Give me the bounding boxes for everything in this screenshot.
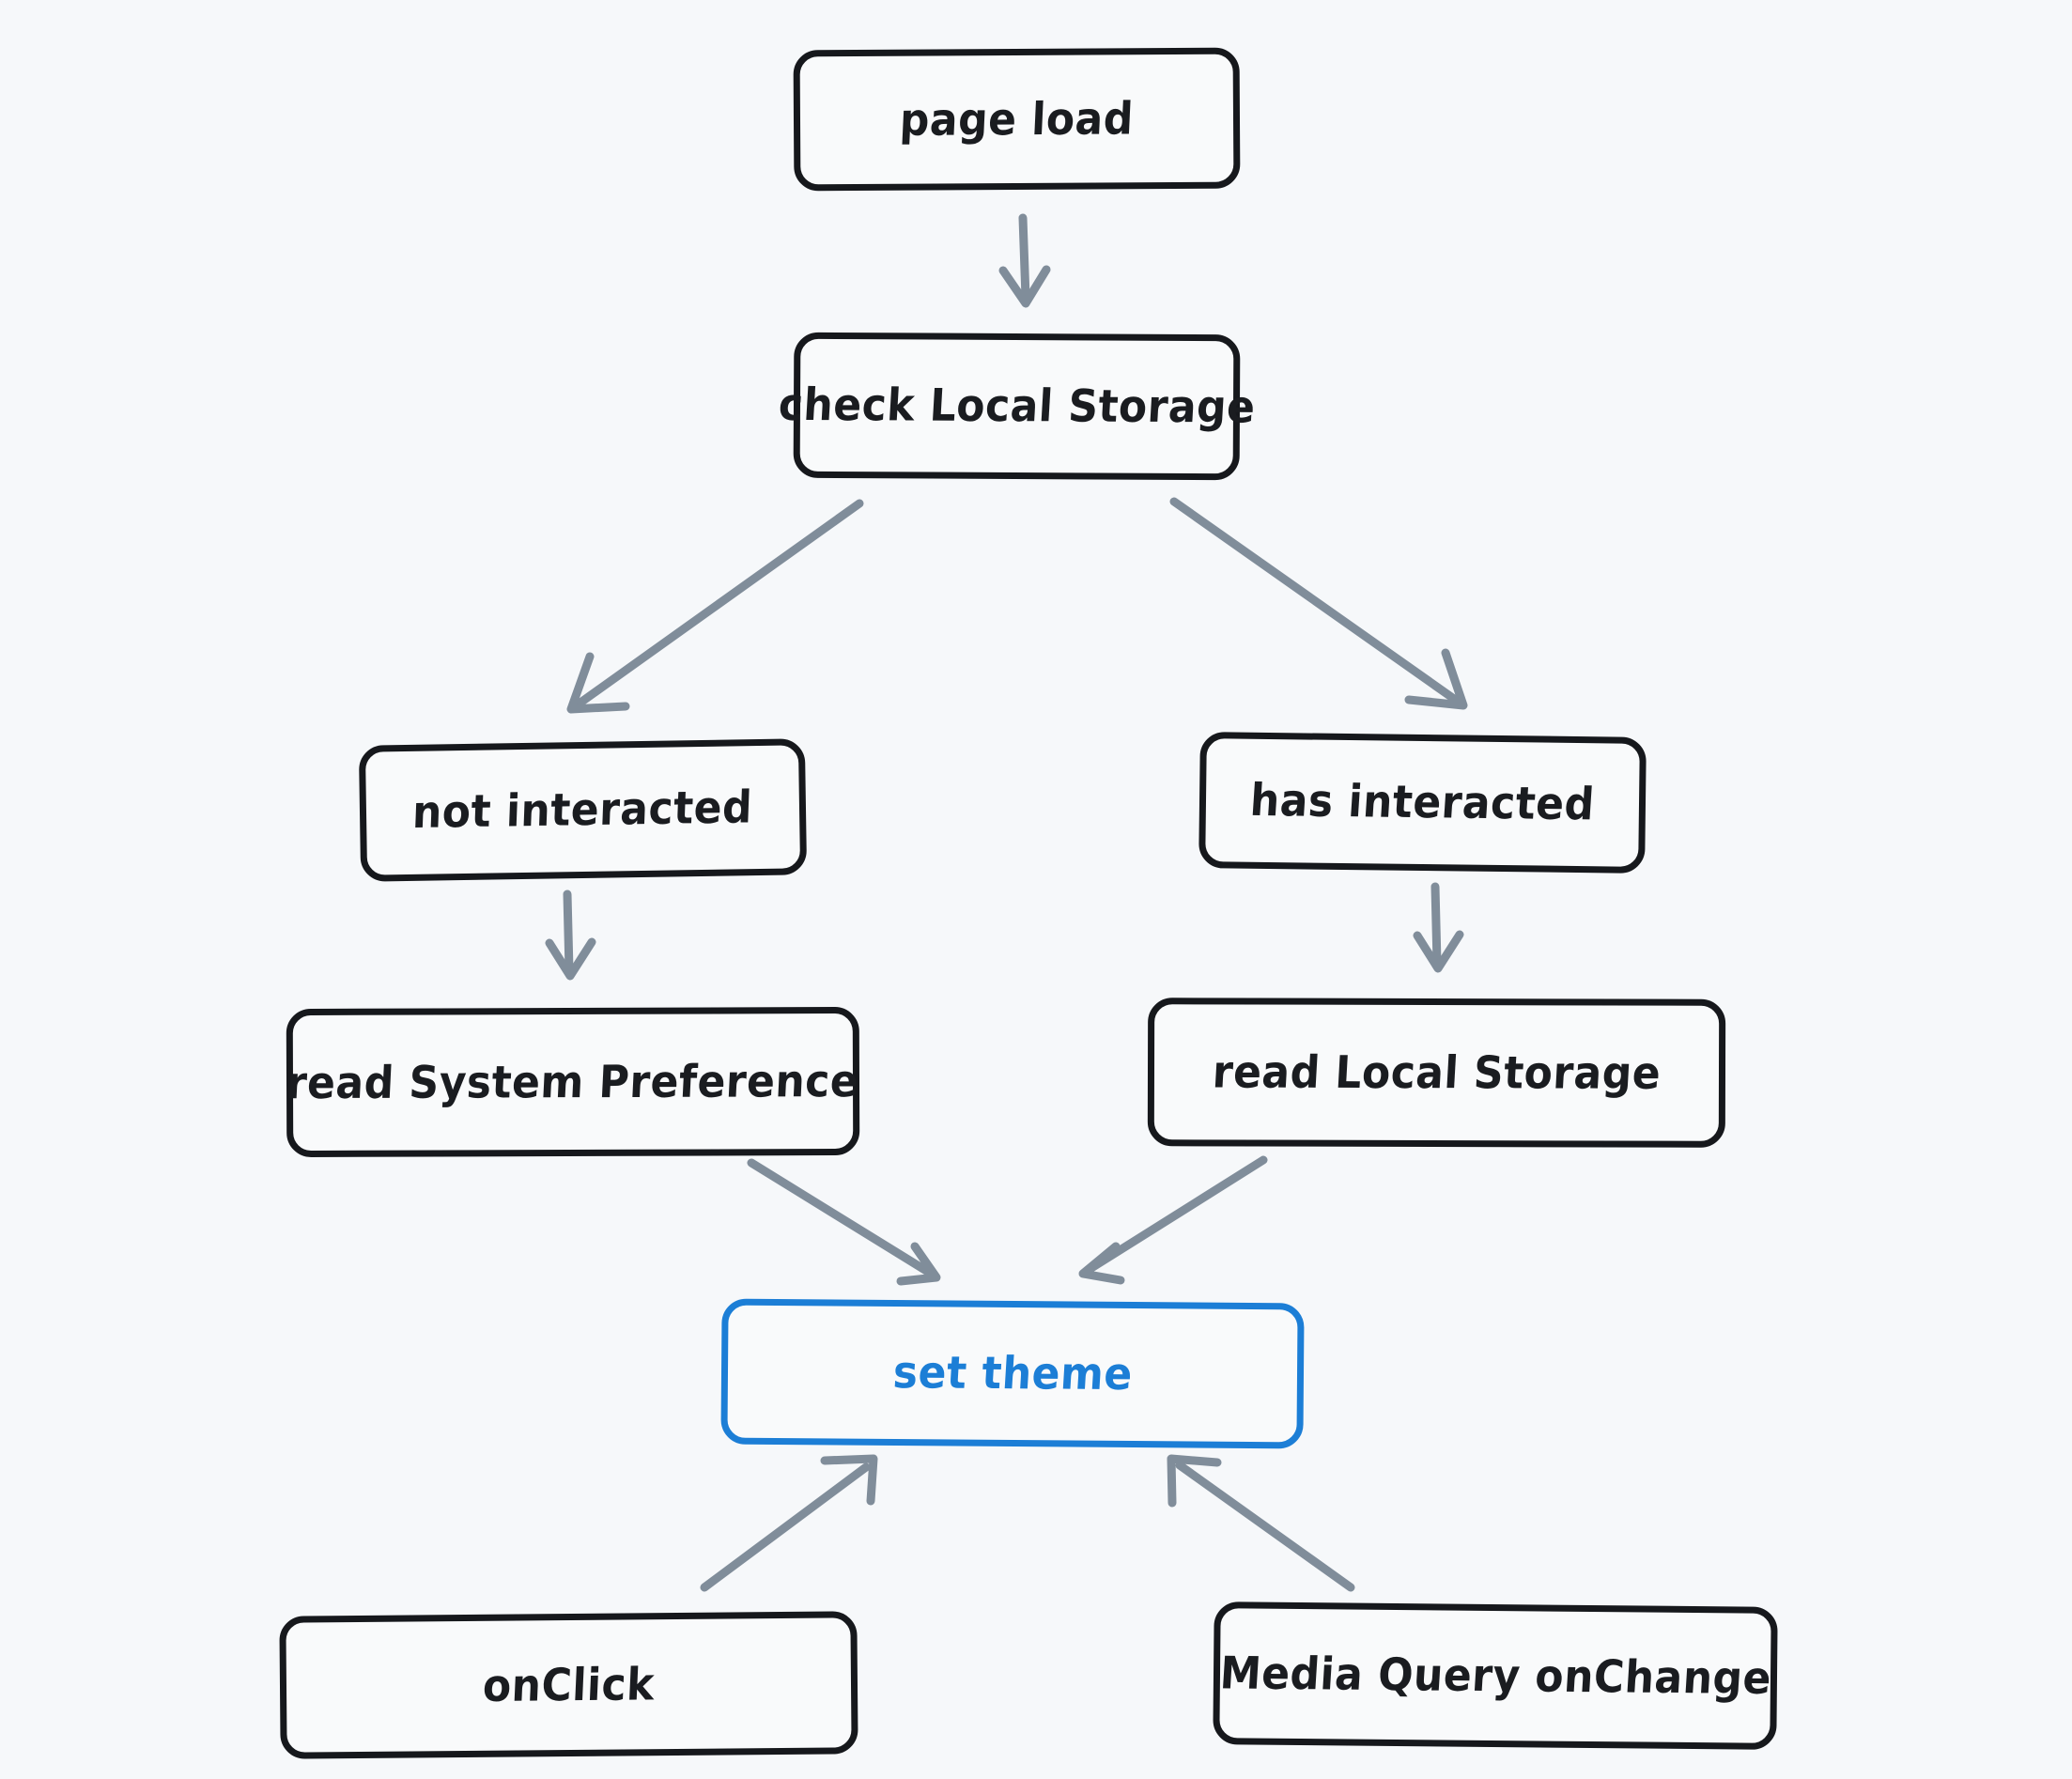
edge-has-interacted-to-read-local xyxy=(1413,882,1464,973)
node-has-interacted[interactable]: has interacted xyxy=(1198,732,1647,874)
node-read-system-preference-label: read System Preference xyxy=(286,1055,860,1109)
edge-check-local-to-has-interacted xyxy=(1169,497,1468,710)
edge-media-query-to-set-theme xyxy=(1167,1454,1355,1592)
edge-on-click-to-set-theme xyxy=(700,1454,878,1592)
node-read-local-storage[interactable]: read Local Storage xyxy=(1147,998,1726,1148)
edge-read-local-to-set-theme xyxy=(1078,1155,1268,1285)
node-set-theme[interactable]: set theme xyxy=(720,1298,1305,1449)
edge-not-interacted-to-read-system-pref xyxy=(545,890,596,981)
node-check-local-storage-label: check Local Storage xyxy=(777,379,1257,434)
node-check-local-storage[interactable]: check Local Storage xyxy=(777,332,1257,481)
node-read-local-storage-label: read Local Storage xyxy=(1211,1045,1662,1100)
node-not-interacted[interactable]: not interacted xyxy=(358,738,808,882)
node-read-system-preference[interactable]: read System Preference xyxy=(286,1006,860,1158)
node-has-interacted-label: has interacted xyxy=(1248,774,1597,831)
node-page-load[interactable]: page load xyxy=(793,47,1241,192)
node-on-click-label: onClick xyxy=(481,1658,657,1712)
edge-check-local-to-not-interacted xyxy=(566,499,864,714)
edge-read-system-pref-to-set-theme xyxy=(747,1158,941,1286)
edge-page-load-to-check-local xyxy=(998,213,1051,308)
node-media-query-on-change[interactable]: Media Query onChange xyxy=(1213,1601,1778,1750)
node-set-theme-label: set theme xyxy=(890,1346,1135,1401)
node-on-click[interactable]: onClick xyxy=(279,1611,858,1759)
node-media-query-on-change-label: Media Query onChange xyxy=(1217,1647,1773,1705)
node-page-load-label: page load xyxy=(898,92,1136,147)
node-not-interacted-label: not interacted xyxy=(411,781,754,839)
